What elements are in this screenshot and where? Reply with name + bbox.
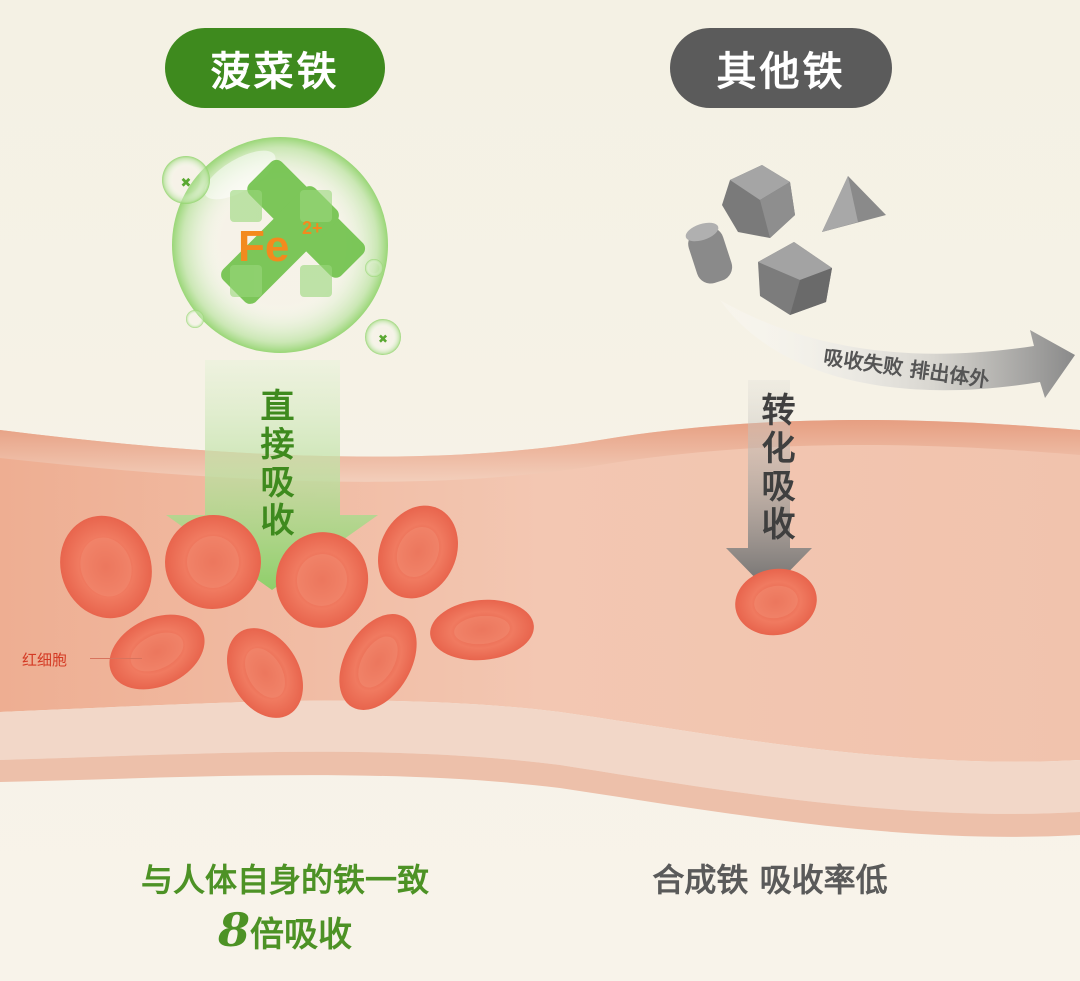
tetrahedron-shape — [822, 176, 886, 232]
rbc-label: 红细胞 — [22, 651, 68, 669]
red-blood-cell — [430, 599, 534, 661]
red-blood-cell — [339, 614, 417, 710]
caption-left-line1: 与人体自身的铁一致 — [140, 861, 429, 899]
fe-bubble-icon: ✖ ✖ — [162, 137, 401, 355]
caption-right: 合成铁 吸收率低 — [652, 861, 888, 899]
octahedron-shape — [758, 242, 832, 315]
other-iron-pill: 其他铁 — [670, 28, 892, 108]
red-blood-cell — [109, 614, 205, 690]
synthetic-iron-shapes — [685, 165, 886, 315]
red-blood-cell — [60, 515, 152, 619]
red-blood-cells-group — [60, 505, 534, 718]
red-blood-cell — [165, 514, 261, 610]
caption-left-text: 倍吸收 — [250, 915, 352, 955]
svg-text:✖: ✖ — [378, 332, 388, 346]
cylinder-shape — [685, 222, 733, 284]
rbc-pointer-line — [90, 658, 142, 659]
caption-left-line2: 8倍吸收 — [60, 903, 510, 957]
red-blood-cell — [227, 628, 303, 718]
convert-absorb-label: 转化吸收 — [755, 392, 795, 544]
direct-absorb-label: 直接吸收 — [254, 388, 294, 540]
icosahedron-shape — [722, 165, 795, 238]
red-blood-cell — [275, 532, 369, 628]
excretion-arrow — [720, 300, 1075, 398]
convert-absorb-arrow — [726, 380, 812, 592]
svg-text:✖: ✖ — [181, 176, 192, 191]
fe-symbol: Fe — [238, 222, 290, 271]
fe-charge: 2+ — [302, 218, 323, 238]
red-blood-cell-single — [735, 568, 817, 636]
caption-left-number: 8 — [217, 903, 250, 957]
red-blood-cell — [378, 505, 458, 599]
spinach-iron-pill: 菠菜铁 — [165, 28, 385, 108]
